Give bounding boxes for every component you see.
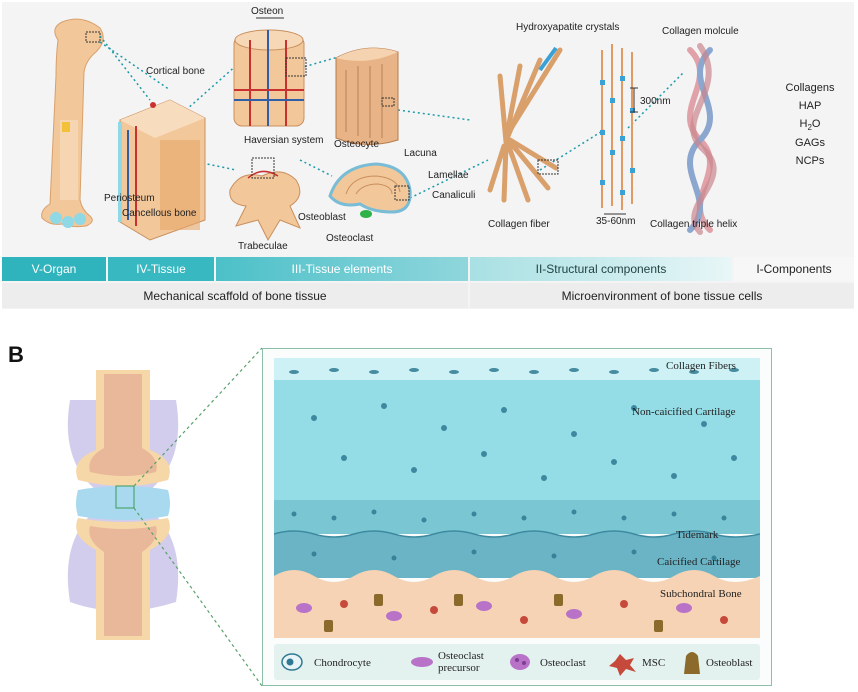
legend-chondrocyte-label: Chondrocyte: [314, 657, 371, 669]
label-cancellous-bone: Cancellous bone: [122, 208, 197, 219]
level-iii-tissue-elements: III-Tissue elements: [216, 257, 468, 281]
osteoclast-precursor-icon: [411, 657, 433, 667]
level-i-components: I-Components: [734, 257, 854, 281]
label-haversian-system: Haversian system: [244, 135, 324, 146]
label-osteon: Osteon: [251, 6, 284, 17]
component-gags: GAGs: [795, 137, 825, 149]
legend-osteoclast-label: Osteoclast: [540, 657, 586, 669]
role-microenvironment: Microenvironment of bone tissue cells: [470, 283, 854, 308]
component-water-sub: 2: [807, 123, 812, 133]
layer-collagen-fibers: Collagen Fibers: [666, 360, 736, 372]
osteon-cross-section: [328, 162, 412, 218]
legend-msc-label: MSC: [642, 657, 666, 669]
label-hydroxyapatite: Hydroxyapatite crystals: [516, 22, 620, 33]
panel-b-letter: B: [8, 342, 24, 367]
component-water: H2O: [780, 118, 840, 132]
component-hap: HAP: [798, 100, 822, 112]
level-v-organ: V-Organ: [2, 257, 106, 281]
label-collagen-molecule: Collagen molcule: [662, 26, 739, 37]
label-osteoblast: Osteoblast: [298, 212, 346, 223]
level-ii-structural-components: II-Structural components: [470, 257, 732, 281]
panel-a-illustration: [41, 17, 717, 242]
legend-msc: MSC: [642, 657, 665, 669]
label-lamellae: Lamellae: [428, 170, 469, 181]
triple-helix-illustration: [687, 43, 717, 235]
label-collagen-fiber: Collagen fiber: [488, 219, 550, 230]
msc-icon: [609, 654, 636, 676]
label-osteocyte: Osteocyte: [334, 139, 380, 150]
component-water-o: O: [811, 118, 821, 130]
legend-icons: [281, 652, 700, 676]
legend-osteoclast: Osteoclast: [540, 657, 586, 669]
label-canaliculi: Canaliculi: [432, 190, 476, 201]
layer-tidemark: Tidemark: [676, 529, 719, 541]
bone-block-illustration: [118, 99, 206, 241]
femur-illustration: [41, 18, 104, 228]
label-35-60nm: 35-60nm: [596, 216, 636, 227]
osteoblast-icon: [684, 652, 700, 674]
label-300nm: 300nm: [640, 96, 671, 107]
legend-osteoblast-label: Osteoblast: [706, 657, 753, 669]
label-trabeculae: Trabeculae: [238, 241, 288, 252]
legend-osteoblast: Osteoblast: [706, 657, 752, 669]
role-mechanical-scaffold: Mechanical scaffold of bone tissue: [2, 283, 468, 308]
layer-non-calcified-cartilage: Non-caicified Cartilage: [632, 406, 736, 418]
collagen-fiber-illustration: [487, 46, 563, 203]
osteon-illustration: [233, 17, 307, 127]
label-osteoclast: Osteoclast: [326, 233, 374, 244]
label-periosteum: Periosteum: [104, 193, 155, 204]
component-ncps: NCPs: [795, 155, 825, 167]
label-cortical-bone: Cortical bone: [146, 66, 205, 77]
trabeculae-illustration: [229, 157, 301, 242]
layer-subchondral-bone: Subchondral Bone: [660, 588, 742, 600]
component-water-h: H: [799, 118, 808, 130]
label-collagen-triple-helix: Collagen triple helix: [650, 219, 738, 230]
lamellae-illustration: [335, 47, 399, 146]
legend-osteoclast-precursor-label-1: Osteoclast: [438, 650, 484, 662]
label-lacuna: Lacuna: [404, 148, 437, 159]
osteoclast-icon: [510, 654, 530, 670]
legend-chondrocyte: Chondrocyte: [314, 657, 371, 669]
component-collagens: Collagens: [785, 82, 835, 94]
legend-osteoclast-precursor-label-2: precursor: [438, 662, 480, 674]
layer-calcified-cartilage: Caicified Cartilage: [657, 556, 741, 568]
level-iv-tissue: IV-Tissue: [108, 257, 214, 281]
joint-illustration: [67, 370, 179, 640]
cartilage-layers-illustration: [274, 358, 760, 638]
